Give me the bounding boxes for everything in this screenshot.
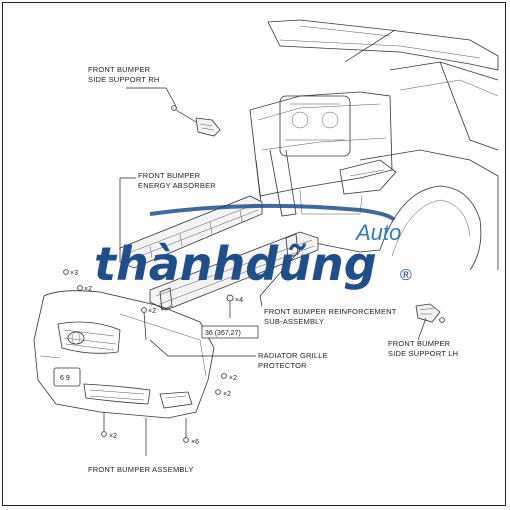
qty-bottom-right: ×6 bbox=[191, 439, 199, 446]
fastener-quantities: ×3 ×2 ×2 ×4 ×2 ×2 ×2 ×6 bbox=[70, 270, 243, 446]
label-energy-absorber-line1: FRONT BUMPER bbox=[138, 171, 201, 180]
reinforcement-part bbox=[149, 231, 319, 318]
torque-value: 36 (367,27) bbox=[205, 330, 241, 337]
qty-right-b: ×2 bbox=[223, 391, 231, 398]
qty-top-left-a: ×3 bbox=[70, 270, 78, 277]
torque-spec: 36 (367,27) bbox=[201, 325, 259, 339]
side-support-rh-part bbox=[171, 105, 221, 137]
label-energy-absorber-line2: ENERGY ABSORBER bbox=[138, 181, 216, 190]
clip-icon bbox=[141, 307, 147, 313]
leader-lines bbox=[119, 87, 427, 456]
screw-icon bbox=[215, 389, 221, 395]
label-reinforcement-line2: SUB-ASSEMBLY bbox=[264, 317, 324, 326]
clip-icon bbox=[439, 317, 445, 323]
watermark-text: thànhdũng bbox=[94, 237, 377, 291]
vehicle-body-outline bbox=[249, 19, 499, 271]
screw-icon bbox=[183, 437, 189, 443]
clip-icon bbox=[77, 285, 83, 291]
label-side-support-rh-line2: SIDE SUPPORT RH bbox=[88, 75, 160, 84]
watermark-logo: thànhdũng Auto ® bbox=[94, 203, 412, 291]
qty-right-a: ×2 bbox=[229, 375, 237, 382]
label-grille-protector-line2: PROTECTOR bbox=[258, 361, 307, 370]
watermark-sub: Auto bbox=[354, 220, 401, 245]
svg-text:6 9: 6 9 bbox=[60, 375, 70, 382]
diagram-frame bbox=[2, 2, 506, 506]
label-side-support-lh-line1: FRONT BUMPER bbox=[388, 339, 451, 348]
label-side-support-rh-line1: FRONT BUMPER bbox=[88, 65, 151, 74]
label-bumper-assembly: FRONT BUMPER ASSEMBLY bbox=[88, 465, 194, 474]
side-support-lh-part bbox=[415, 303, 445, 323]
screw-icon bbox=[221, 373, 227, 379]
watermark-registered: ® bbox=[400, 267, 412, 284]
energy-absorber-part bbox=[119, 195, 263, 269]
clip-icon bbox=[171, 105, 177, 111]
label-side-support-lh-line2: SIDE SUPPORT LH bbox=[388, 349, 458, 358]
clip-icon bbox=[63, 269, 69, 275]
qty-bolt: ×4 bbox=[235, 297, 243, 304]
label-grille-protector-line1: RADIATOR GRILLE bbox=[258, 351, 328, 360]
screw-icon bbox=[101, 431, 107, 437]
bolt-icon bbox=[226, 294, 234, 302]
callout-labels: FRONT BUMPER SIDE SUPPORT RH FRONT BUMPE… bbox=[88, 65, 458, 474]
label-reinforcement-line1: FRONT BUMPER REINFORCEMENT bbox=[264, 307, 397, 316]
front-bumper-part: 6 9 bbox=[33, 269, 227, 443]
qty-top-left-b: ×2 bbox=[84, 286, 92, 293]
qty-center: ×2 bbox=[148, 308, 156, 315]
qty-bottom-left: ×2 bbox=[109, 433, 117, 440]
